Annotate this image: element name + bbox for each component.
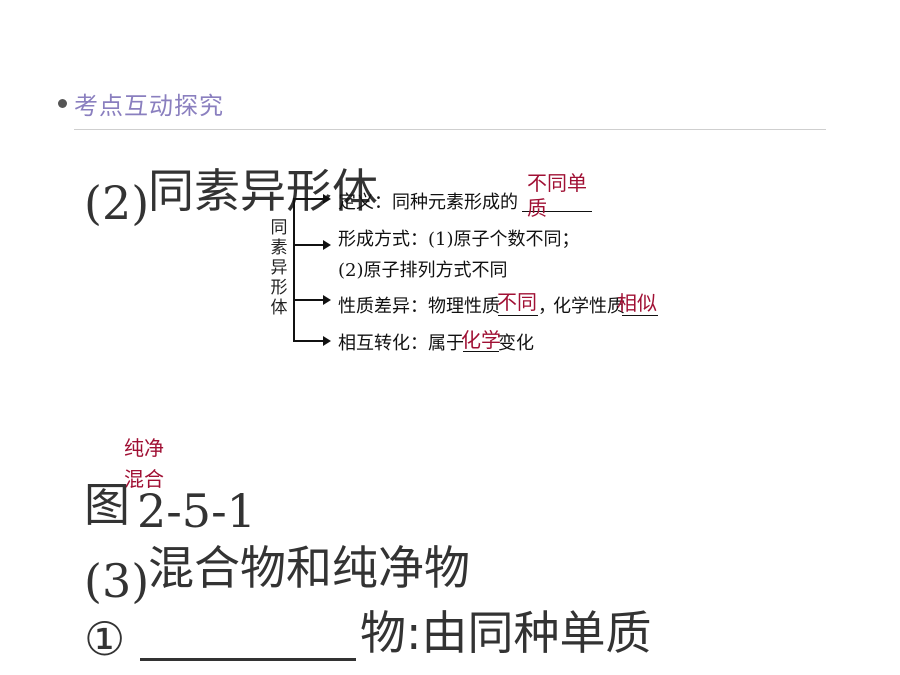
- diagram-conversion-a: 相互转化：属于: [338, 333, 464, 354]
- diagram-formation-1: 形成方式：(1)原子个数不同；: [338, 229, 580, 250]
- answer-definition-line1: 不同单: [527, 171, 587, 195]
- blank-definition: [522, 211, 592, 212]
- diagram-properties-chemical: 化学性质: [553, 296, 625, 317]
- section-2-number: (2): [84, 176, 150, 230]
- section-3-number: (3): [84, 554, 150, 608]
- answer-pure: 纯净: [124, 436, 164, 460]
- answer-chemical: 相似: [617, 291, 657, 315]
- vertical-char: 体: [270, 298, 288, 318]
- vertical-char: 素: [270, 238, 288, 258]
- diagram-properties-physical: 性质差异：物理性质: [338, 296, 500, 317]
- arrow-conversion: [295, 336, 331, 346]
- diagram-definition: 定义：同种元素形成的: [338, 192, 518, 213]
- item-1-blank: [140, 658, 356, 661]
- arrow-formation: [295, 240, 331, 250]
- bullet-dot: [58, 99, 67, 108]
- blank-conversion: [463, 351, 499, 352]
- diagram-conversion-b: 变化: [498, 333, 534, 354]
- diagram-brace-line: [293, 198, 295, 342]
- answer-definition-line2: 质: [527, 196, 547, 220]
- vertical-char: 同: [270, 218, 288, 238]
- diagram-vertical-label: 同 素 异 形 体: [268, 218, 290, 318]
- answer-mixture: 混合: [124, 467, 164, 491]
- answer-physical: 不同: [497, 290, 537, 314]
- section-2-title: 同素异形体: [148, 164, 378, 218]
- figure-label-char: 图: [84, 478, 130, 532]
- section-2-heading: (2): [84, 180, 149, 226]
- blank-physical: [498, 315, 538, 316]
- arrow-definition: [295, 194, 331, 204]
- vertical-char: 异: [270, 258, 288, 278]
- section-3-title: 混合物和纯净物: [148, 541, 470, 595]
- answer-conversion: 化学: [461, 328, 501, 352]
- diagram-properties-sep: ，: [538, 296, 556, 317]
- vertical-char: 形: [270, 278, 288, 298]
- figure-label-number: 2-5-1: [137, 484, 256, 538]
- arrow-properties: [295, 295, 331, 305]
- blank-chemical: [622, 315, 658, 316]
- item-1-marker: ①: [84, 612, 126, 666]
- header-divider: [74, 129, 826, 130]
- header-title: 考点互动探究: [74, 92, 224, 120]
- diagram-formation-2: (2)原子排列方式不同: [338, 260, 508, 281]
- item-1-text: 物:由同种单质: [360, 606, 652, 660]
